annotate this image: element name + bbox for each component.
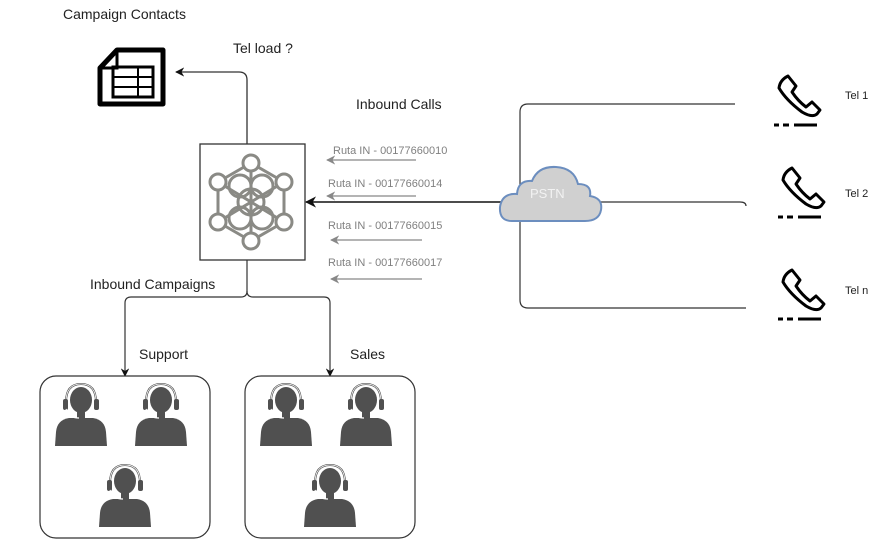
spreadsheet-document-icon [97,47,166,107]
route-label: Ruta IN - 00177660015 [328,220,443,232]
route-label: Ruta IN - 00177660017 [328,257,443,269]
tel-load-connector [175,67,248,144]
cloud-icon [498,165,603,222]
support-label: Support [139,346,189,362]
network-hub-icon [208,153,294,251]
connector-support [120,260,248,377]
connector-sales [246,290,335,377]
route-label: Ruta IN - 00177660014 [328,178,443,190]
telephone-icon [774,74,822,127]
tel-load-label: Tel load ? [233,40,293,56]
trunk-line-tel1 [519,103,735,200]
route-label: Ruta IN - 00177660010 [333,145,448,157]
telephone-icon [778,166,826,219]
tel-label: Tel n [845,285,869,297]
inbound-campaigns-label: Inbound Campaigns [90,276,216,292]
trunk-line-teln [519,220,746,309]
inbound-calls-label: Inbound Calls [356,96,442,112]
campaign-contacts-label: Campaign Contacts [63,6,186,22]
tel-label: Tel 2 [845,188,869,200]
tel-label: Tel 1 [845,90,869,102]
sales-label: Sales [350,346,386,362]
trunk-line-tel2 [598,201,747,207]
telephone-icon [778,268,826,321]
pstn-label: PSTN [530,186,565,201]
